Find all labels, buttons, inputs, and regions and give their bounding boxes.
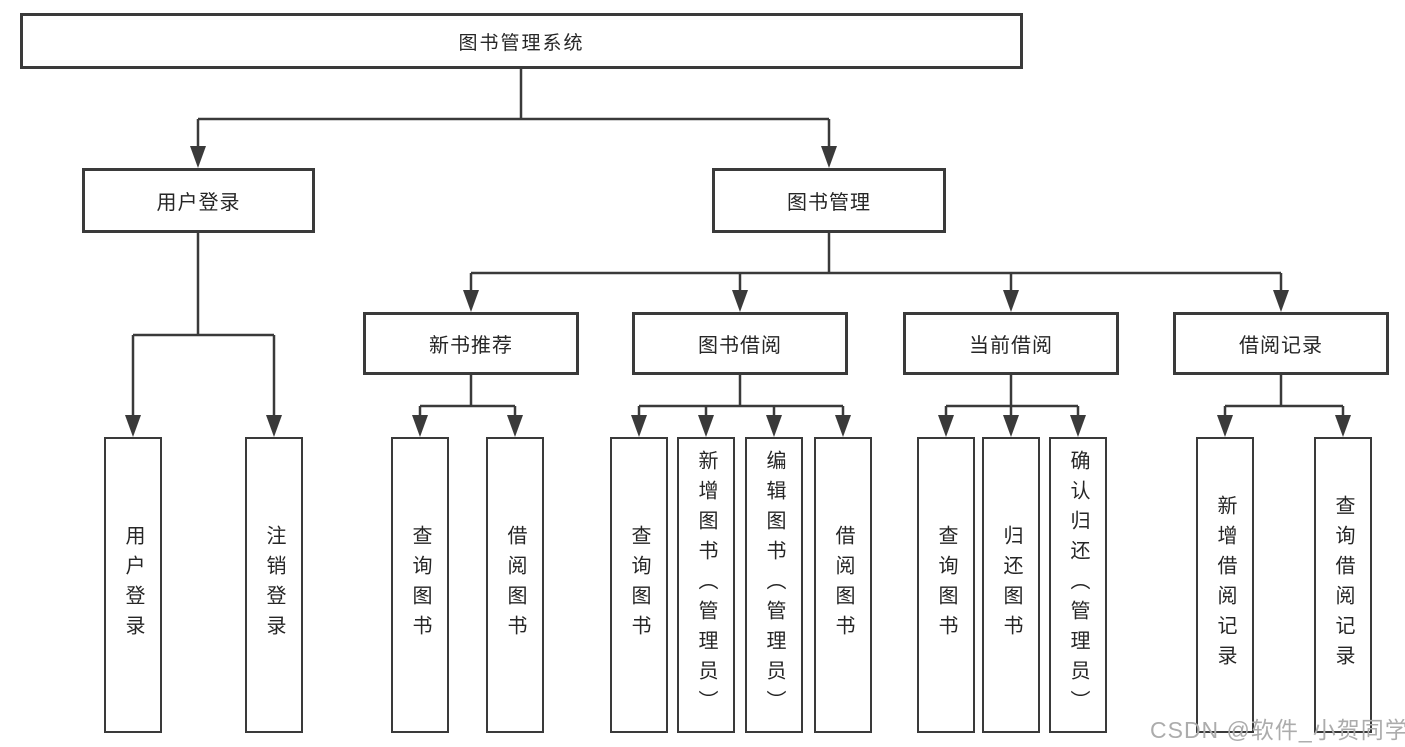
leaf-bb-borrow-book: 借阅图书 <box>814 437 872 733</box>
node-borrow-records-label: 借阅记录 <box>1239 335 1323 357</box>
leaf-cb-confirm-return-admin-label: 确认归还（管理员） <box>1067 450 1089 720</box>
leaf-bb-query-book: 查询图书 <box>610 437 668 733</box>
node-user-login-label: 用户登录 <box>156 192 241 214</box>
leaf-bb-add-book-admin-label: 新增图书（管理员） <box>695 450 717 720</box>
leaf-logout: 注销登录 <box>245 437 303 733</box>
leaf-cb-confirm-return-admin: 确认归还（管理员） <box>1049 437 1107 733</box>
leaf-logout-label: 注销登录 <box>263 525 285 645</box>
leaf-cb-query-book-label: 查询图书 <box>935 525 957 645</box>
leaf-cb-return-book: 归还图书 <box>982 437 1040 733</box>
watermark: CSDN @软件_小贺同学 <box>1150 717 1405 743</box>
node-current-borrow: 当前借阅 <box>903 312 1119 375</box>
node-root: 图书管理系统 <box>20 13 1023 69</box>
leaf-nb-borrow-book: 借阅图书 <box>486 437 544 733</box>
leaf-br-add-record: 新增借阅记录 <box>1196 437 1254 733</box>
leaf-nb-borrow-book-label: 借阅图书 <box>504 525 526 645</box>
node-new-book-recommend: 新书推荐 <box>363 312 579 375</box>
node-book-management: 图书管理 <box>712 168 946 233</box>
node-new-book-recommend-label: 新书推荐 <box>429 335 513 357</box>
leaf-cb-return-book-label: 归还图书 <box>1000 525 1022 645</box>
leaf-nb-query-book: 查询图书 <box>391 437 449 733</box>
leaf-user-login: 用户登录 <box>104 437 162 733</box>
leaf-bb-query-book-label: 查询图书 <box>628 525 650 645</box>
node-user-login: 用户登录 <box>82 168 315 233</box>
node-book-borrow-label: 图书借阅 <box>698 335 782 357</box>
leaf-bb-add-book-admin: 新增图书（管理员） <box>677 437 735 733</box>
leaf-nb-query-book-label: 查询图书 <box>409 525 431 645</box>
leaf-bb-borrow-book-label: 借阅图书 <box>832 525 854 645</box>
leaf-br-query-record: 查询借阅记录 <box>1314 437 1372 733</box>
node-book-borrow: 图书借阅 <box>632 312 848 375</box>
leaf-br-query-record-label: 查询借阅记录 <box>1332 495 1354 675</box>
leaf-bb-edit-book-admin: 编辑图书（管理员） <box>745 437 803 733</box>
leaf-cb-query-book: 查询图书 <box>917 437 975 733</box>
node-current-borrow-label: 当前借阅 <box>969 335 1053 357</box>
leaf-bb-edit-book-admin-label: 编辑图书（管理员） <box>763 450 785 720</box>
node-borrow-records: 借阅记录 <box>1173 312 1389 375</box>
node-book-management-label: 图书管理 <box>787 192 871 214</box>
arrowheads <box>125 146 1351 437</box>
leaf-user-login-label: 用户登录 <box>122 525 144 645</box>
node-root-label: 图书管理系统 <box>458 32 585 54</box>
leaf-br-add-record-label: 新增借阅记录 <box>1214 495 1236 675</box>
